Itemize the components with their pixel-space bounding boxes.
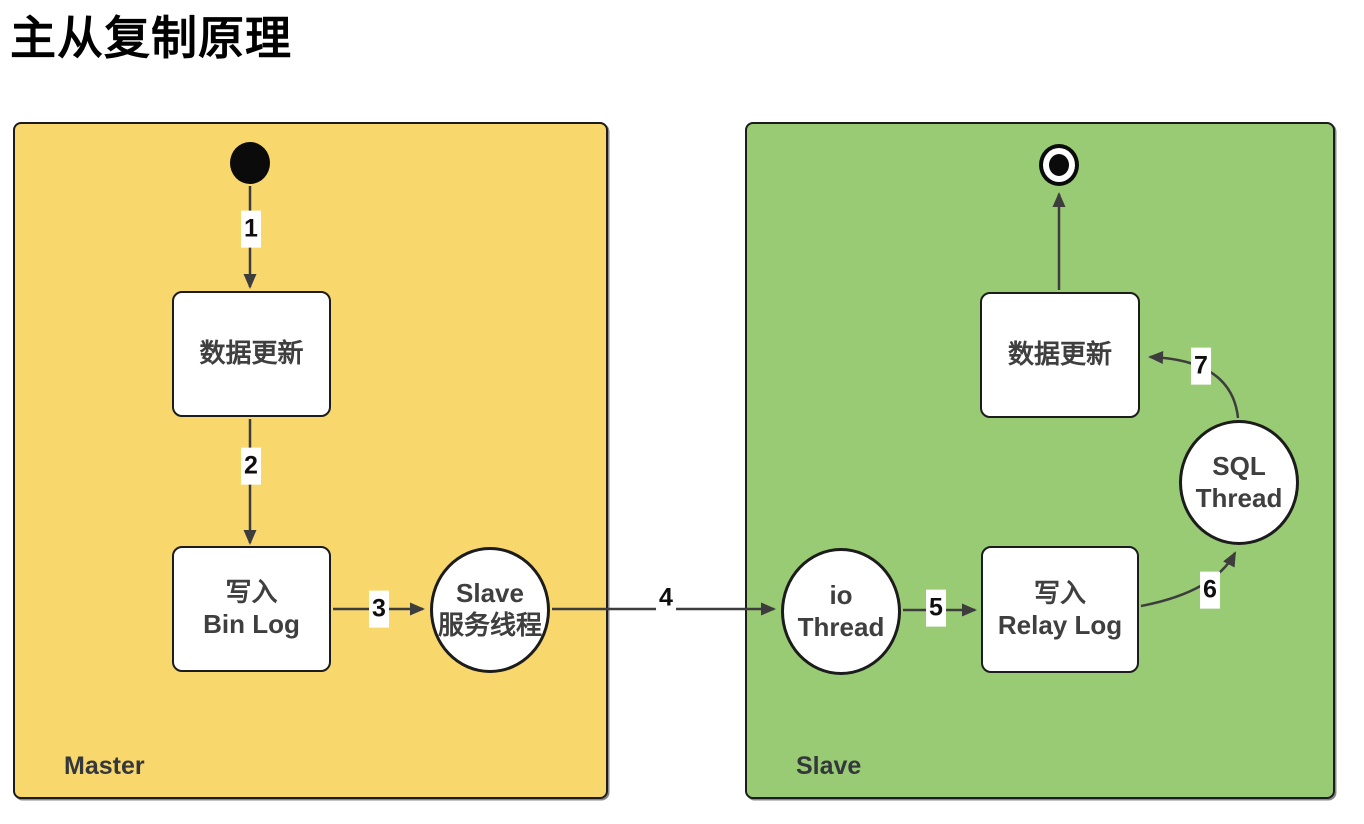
node-label-line1: Slave xyxy=(456,578,524,609)
node-slave-service-thread: Slave 服务线程 xyxy=(430,547,550,673)
slave-container-label: Slave xyxy=(796,752,862,780)
node-label-line2: Bin Log xyxy=(203,609,300,639)
start-node xyxy=(230,142,270,184)
master-container: Master xyxy=(13,122,608,799)
node-label: 数据更新 xyxy=(1007,339,1112,370)
edge-label-1: 1 xyxy=(241,210,261,248)
page-title: 主从复制原理 xyxy=(10,12,292,64)
edge-label-7: 7 xyxy=(1191,347,1211,385)
node-io-thread: io Thread xyxy=(781,548,901,675)
node-label-line2: Thread xyxy=(797,611,885,642)
end-node-dot xyxy=(1049,154,1069,176)
edge-label-2: 2 xyxy=(241,447,261,485)
edge-label-4: 4 xyxy=(656,579,676,617)
edge-label-5: 5 xyxy=(926,589,946,627)
node-label-line2: Relay Log xyxy=(997,609,1123,640)
node-label-line1: io xyxy=(829,579,853,610)
node-write-relay-log: 写入 Relay Log xyxy=(981,546,1139,673)
edge-6-relay-log-to-sql-thread xyxy=(1140,551,1237,608)
node-label-line2: Thread xyxy=(1195,482,1283,513)
edge-label-3: 3 xyxy=(369,590,389,628)
edge-label-6: 6 xyxy=(1200,571,1220,609)
node-label-line1: 写入 xyxy=(1033,577,1086,608)
node-label-line1: 写入 xyxy=(225,577,278,608)
edge-7-sql-thread-to-update xyxy=(1148,350,1240,419)
node-master-data-update: 数据更新 xyxy=(172,291,331,417)
node-sql-thread: SQL Thread xyxy=(1179,420,1299,545)
node-write-bin-log: 写入 Bin Log xyxy=(172,546,331,672)
node-label-line2: 服务线程 xyxy=(437,610,542,640)
node-label-line1: SQL xyxy=(1212,450,1266,481)
node-slave-data-update: 数据更新 xyxy=(980,292,1140,418)
end-node xyxy=(1039,144,1079,186)
master-container-label: Master xyxy=(64,752,145,780)
node-label: 数据更新 xyxy=(199,338,304,369)
